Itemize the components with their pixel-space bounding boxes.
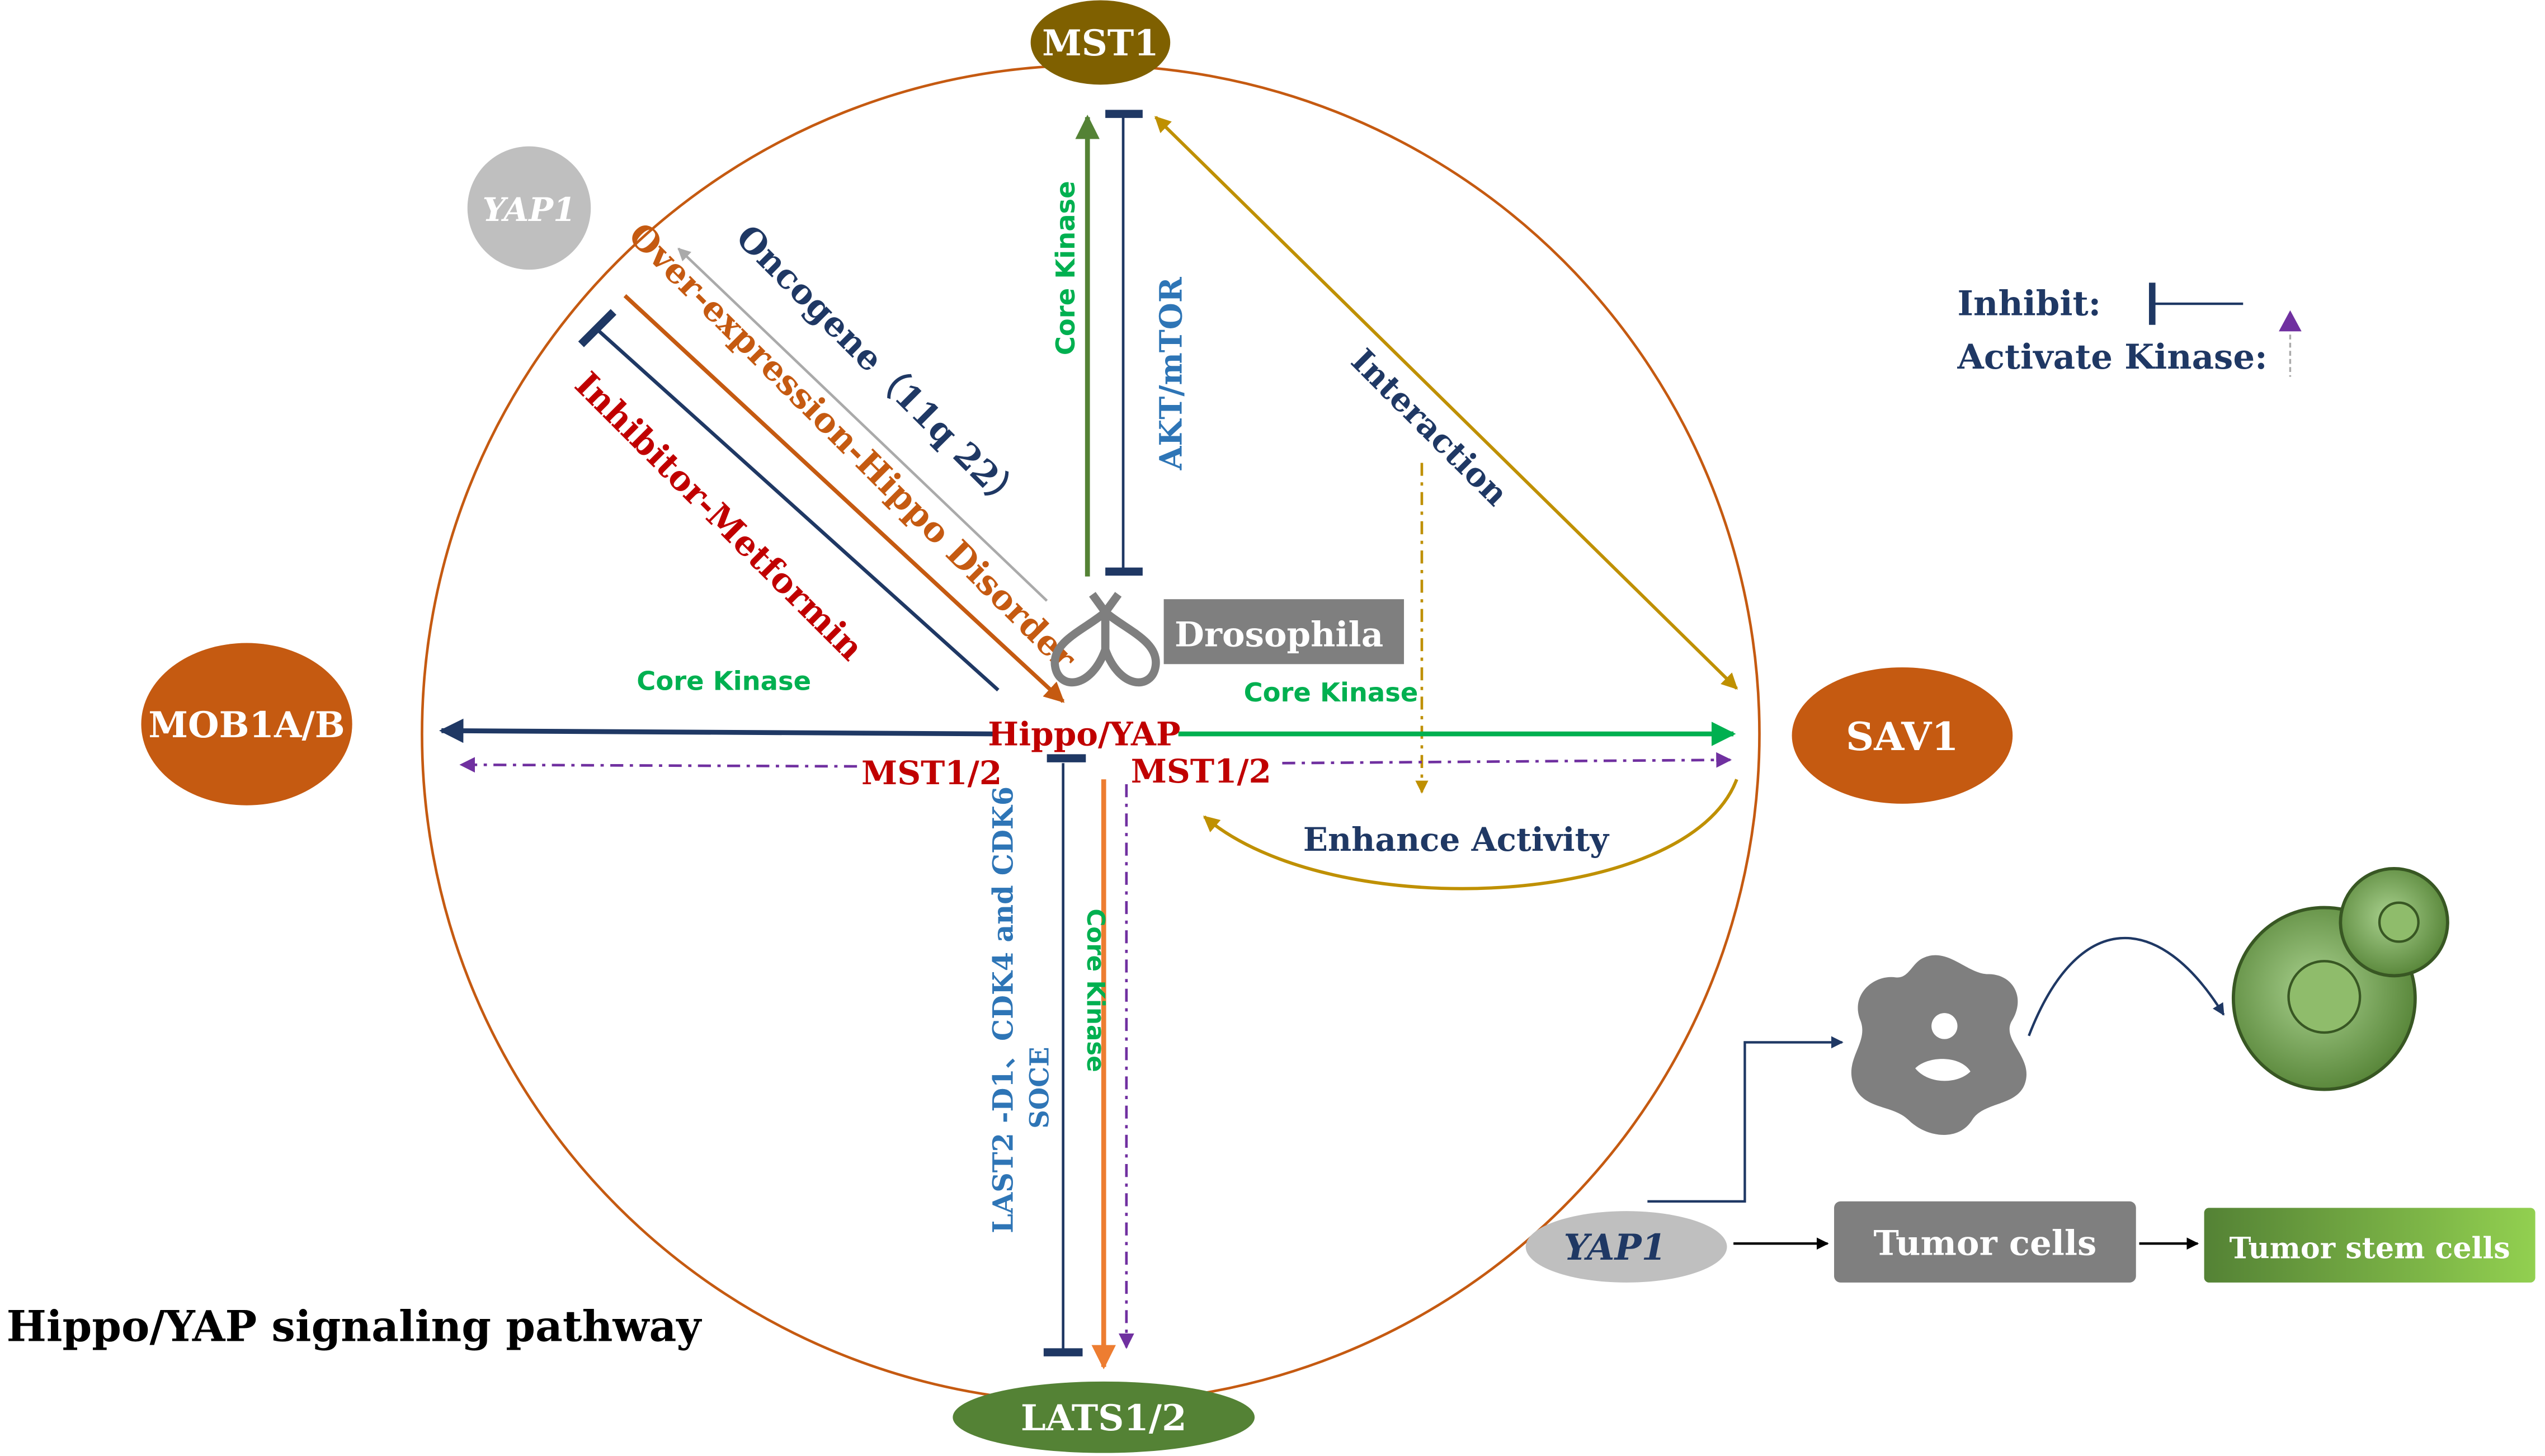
core-kinase-left-arrow [439,718,993,743]
enhance-activity-label: Enhance Activity [1303,821,1610,859]
yap1-bottom-label: YAP1 [1564,1227,1666,1269]
mst1-label: MST1 [1042,22,1159,64]
tumor-cells-label: Tumor cells [1873,1224,2096,1264]
legend-activate-label: Activate Kinase: [1957,337,2268,377]
hippo-yap-center-label: Hippo/YAP [988,715,1180,753]
tumor-cells-box [1834,1201,2136,1283]
yap1-bottom-node [1525,1211,1727,1283]
oncogene-arrow [677,247,1048,602]
tumor-stem-cells-label: Tumor stem cells [2230,1231,2510,1265]
interaction-arrow [1154,116,1738,690]
last2-label-line1: LAST2 -D1、CDK4 and CDK6 [987,786,1020,1233]
mst12-right-label: MST1/2 [1131,752,1271,790]
mst12-right-activate-arrow [1282,752,1732,768]
core-kinase-right-label: Core Kinase [1244,677,1418,708]
inhibitor-metformin-line [594,327,1000,692]
mst1-node [1030,0,1171,85]
yap1-to-cell-arrow [1647,1036,1844,1203]
core-kinase-top-label: Core Kinase [1050,181,1081,355]
mst12-left-label: MST1/2 [861,754,1002,792]
core-kinase-bottom-label: Core Kinase [1081,908,1109,1072]
drosophila-label: Drosophila [1175,615,1383,654]
tumor-stem-cells-box [2204,1208,2535,1283]
mob1ab-node [141,643,352,805]
diagram-title: Hippo/YAP signaling pathway [7,1301,703,1351]
mob1ab-label: MOB1A/B [148,704,345,746]
tumor-stem-cell-icon [2231,867,2449,1091]
last2-label-line2: SOCE [1024,1047,1055,1129]
gray-cell-icon [1851,955,2026,1135]
drosophila-box [1163,599,1405,665]
overexpression-label: Over-expression-Hippo Disorder [621,215,1084,678]
yap1-top-label: YAP1 [483,191,576,229]
overexpression-arrow [623,294,1065,703]
enhance-activity-arrow [1203,779,1738,890]
interaction-label: Interaction [1344,341,1516,513]
sav1-label: SAV1 [1846,714,1959,760]
yap1-top-node [467,146,591,270]
drosophila-butterfly-icon [1050,592,1160,687]
mst12-left-activate-arrow [459,757,857,773]
legend-activate-triangle [2279,310,2302,332]
lats12-label: LATS1/2 [1021,1397,1187,1439]
cell-to-stem-cell-arrow [2028,936,2225,1036]
sav1-node [1792,667,2013,804]
lats12-node [953,1381,1255,1453]
core-kinase-left-label: Core Kinase [637,666,811,696]
legend-inhibit-label: Inhibit: [1958,284,2101,323]
akt-mtor-label: AKT/mTOR [1153,276,1190,470]
inhibit-bar [578,309,617,347]
